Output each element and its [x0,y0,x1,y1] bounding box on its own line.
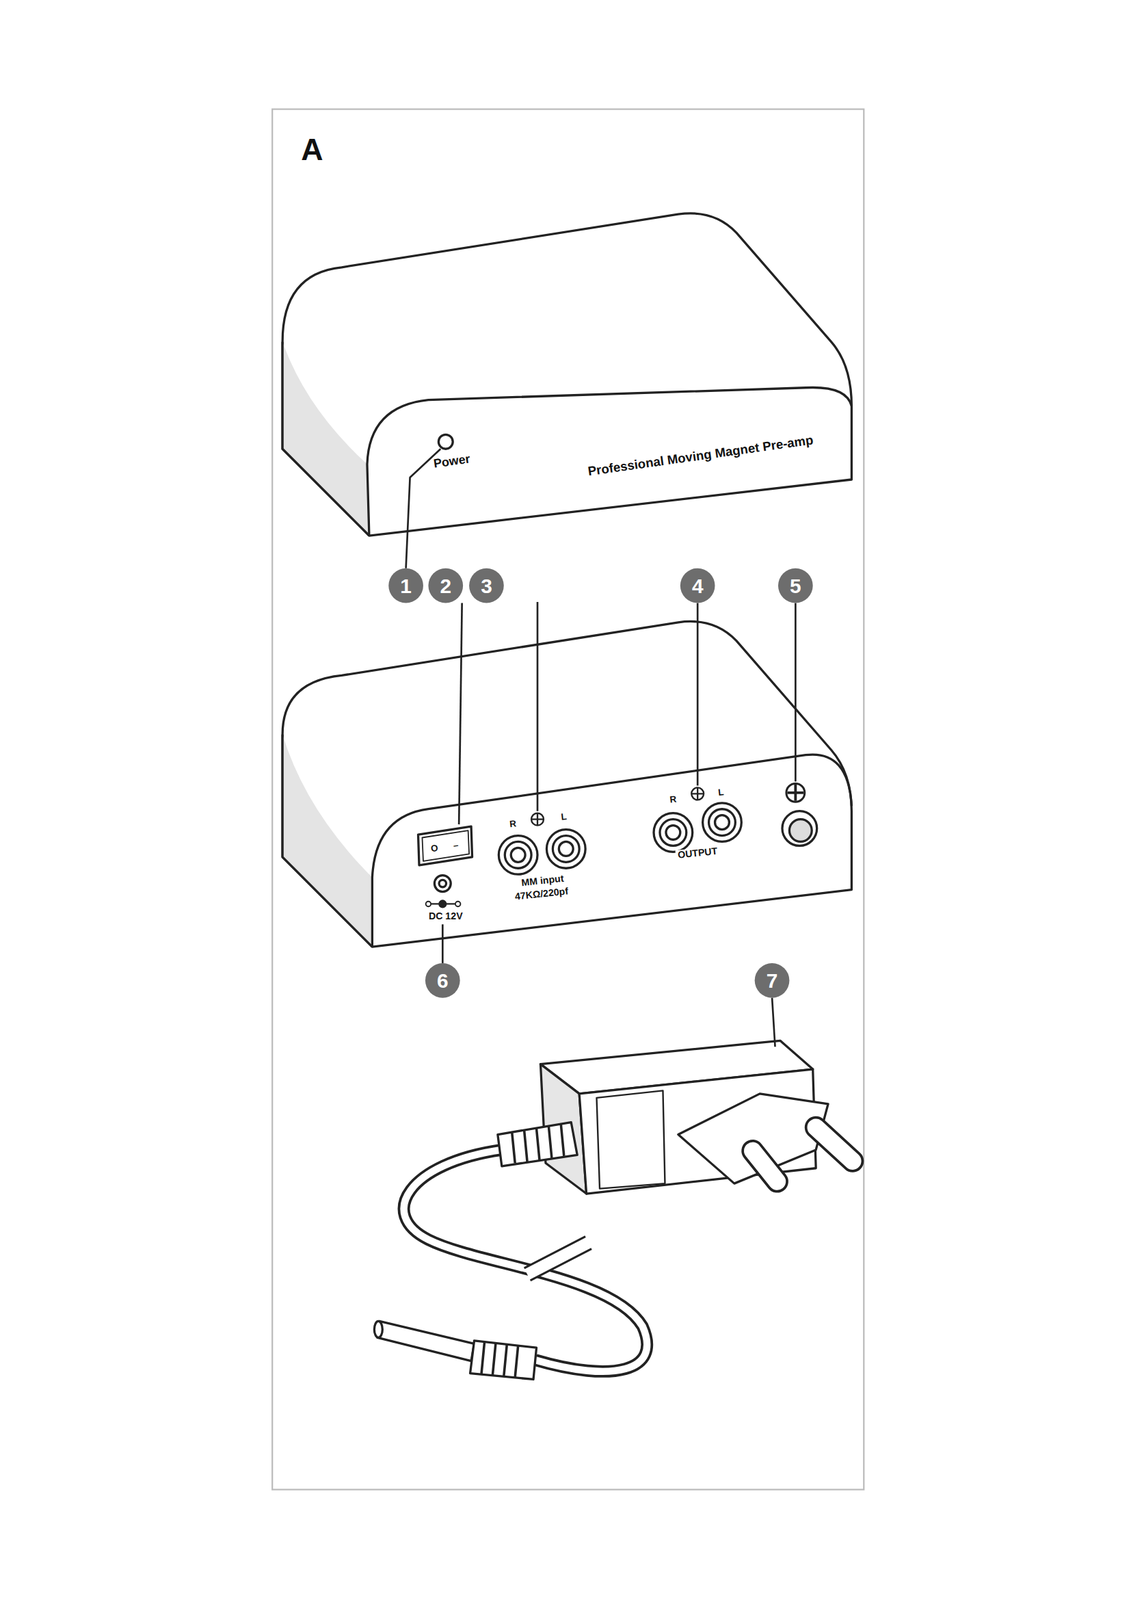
callout-number: 1 [400,575,412,596]
part-label: Power [432,452,472,470]
callout-circles [388,568,813,998]
port-label: MM input [519,873,567,888]
callout-number: 7 [766,969,779,991]
channel-label: L [717,787,725,798]
callout-number: 2 [439,575,452,596]
callout-number: 6 [436,969,449,991]
port-label: 47KΩ/220pf [512,885,571,902]
panel-letter: A [300,134,323,166]
callout-number: 4 [692,575,704,596]
power-adapter [374,997,853,1380]
preamp-front [282,213,852,569]
callout-number: 5 [789,575,802,596]
switch-mark: O [430,843,439,855]
port-label: OUTPUT [674,845,720,860]
channel-label: L [560,812,568,822]
channel-label: R [509,819,517,829]
port-label: DC 12V [428,910,463,921]
preamp-rear [282,601,852,963]
channel-label: R [669,794,677,805]
frame [272,109,864,1490]
product-name: Professional Moving Magnet Pre-amp [587,433,815,478]
switch-mark: – [452,840,459,850]
callout-number: 3 [480,575,493,596]
